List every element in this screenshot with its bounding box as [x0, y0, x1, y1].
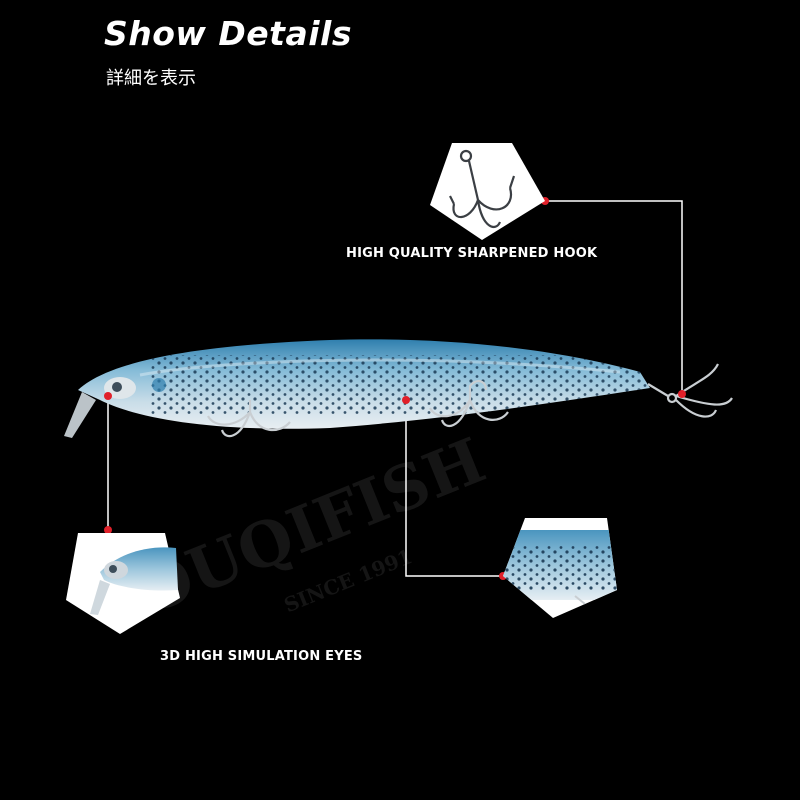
- hook-detail-panel: [430, 143, 545, 240]
- eye-panel-dot: [104, 526, 112, 534]
- page-subtitle: 詳細を表示: [106, 68, 196, 89]
- lure-scale-detail: [503, 530, 617, 609]
- tail-callout-dot: [678, 390, 686, 398]
- scale-detail-panel: [503, 518, 617, 618]
- scale-callout-line: [405, 400, 503, 577]
- hook-feature-label: HIGH QUALITY SHARPENED HOOK: [346, 246, 598, 261]
- eyes-feature-label: 3D HIGH SIMULATION EYES: [160, 649, 363, 664]
- lure-lip: [64, 392, 96, 438]
- belly-hook-1: [207, 400, 291, 438]
- callout-lines: [107, 200, 683, 577]
- hook-callout-line: [545, 200, 683, 394]
- eye-callout-dot: [104, 392, 112, 400]
- scale-callout-dot: [402, 396, 410, 404]
- lure-eye-detail: [90, 547, 178, 615]
- treble-hook-icon: [449, 149, 516, 228]
- lure-body: [78, 339, 650, 429]
- belly-hook-2: [429, 380, 509, 428]
- tail-hook: [647, 363, 733, 418]
- page-title: Show Details: [104, 14, 352, 53]
- eye-detail-panel: [66, 533, 180, 634]
- brand-watermark: OUQIFISH SINCE 1991: [127, 424, 495, 629]
